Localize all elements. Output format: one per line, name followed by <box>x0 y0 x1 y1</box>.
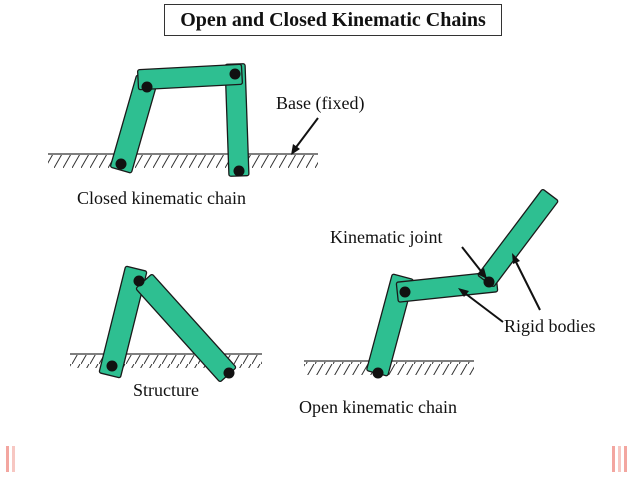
joint-dot <box>133 275 145 287</box>
accent-bar-right <box>612 446 615 472</box>
joint-dot <box>229 68 241 80</box>
accent-bar-right <box>624 446 627 472</box>
structure-figure <box>70 265 262 383</box>
accent-bar-left <box>12 446 15 472</box>
joint-dot <box>233 165 245 177</box>
rigid-bodies-pointer-arrow <box>458 288 504 323</box>
label-rigid-bodies: Rigid bodies <box>504 316 596 336</box>
base-pointer-arrow <box>291 117 319 155</box>
label-base-fixed: Base (fixed) <box>276 93 365 113</box>
label-kinematic-joint: Kinematic joint <box>330 227 443 247</box>
rigid-body-link <box>136 63 244 91</box>
joint-dot <box>223 367 235 379</box>
joint-pointer-arrow <box>461 246 487 279</box>
label-closed-kinematic-chain: Closed kinematic chain <box>77 188 246 208</box>
rigid-body-link <box>477 189 559 287</box>
joint-dot <box>372 367 384 379</box>
joint-dot <box>399 286 411 298</box>
label-open-kinematic-chain: Open kinematic chain <box>299 397 457 417</box>
joint-dot <box>483 276 495 288</box>
open-chain-figure <box>304 189 559 379</box>
accent-bar-right <box>618 446 621 472</box>
rigid-bodies-pointer-arrow <box>512 253 541 311</box>
rigid-body-link <box>98 265 148 379</box>
ground-closed <box>48 153 318 168</box>
closed-chain-figure <box>48 63 319 177</box>
accent-bar-left <box>6 446 9 472</box>
label-structure: Structure <box>133 380 199 400</box>
joint-dot <box>106 360 118 372</box>
slide-title: Open and Closed Kinematic Chains <box>164 4 502 36</box>
joint-dot <box>115 158 127 170</box>
joint-dot <box>141 81 153 93</box>
